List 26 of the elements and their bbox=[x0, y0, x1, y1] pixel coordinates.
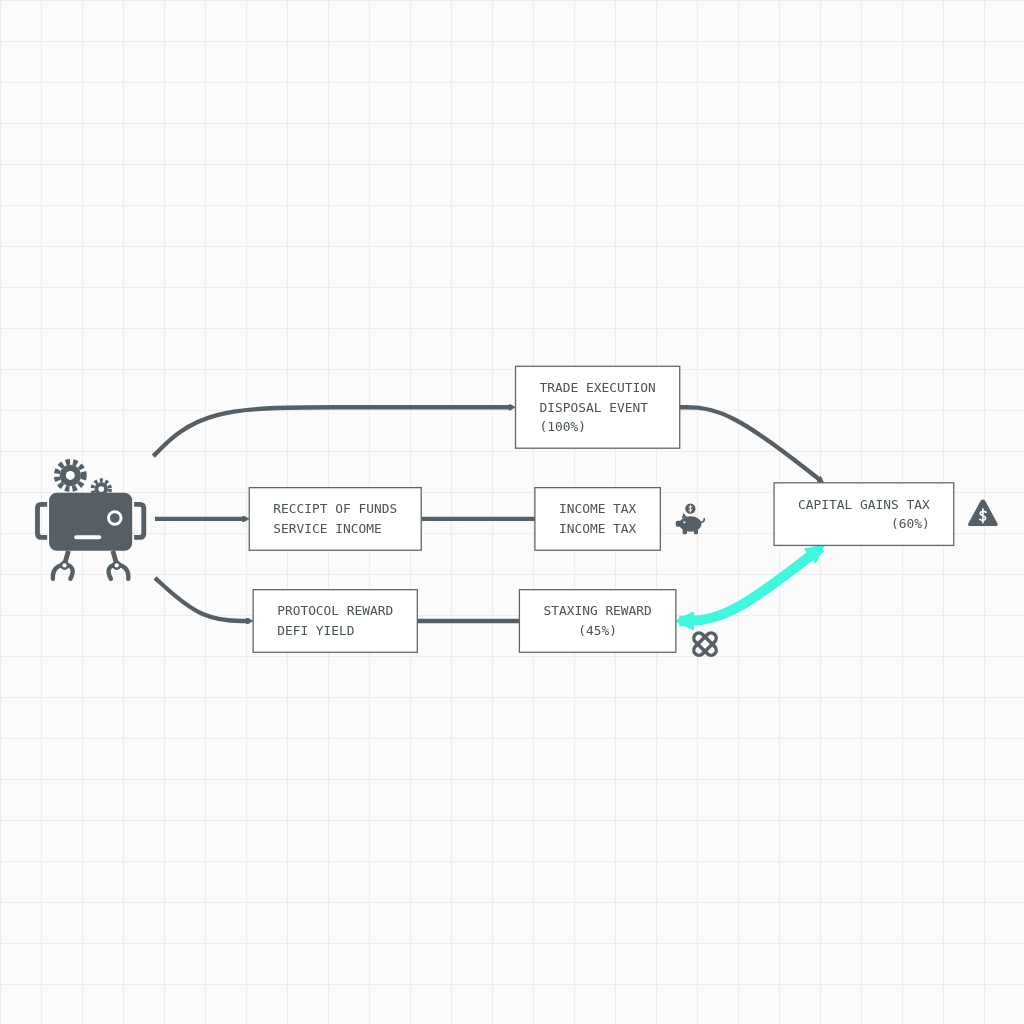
process-box bbox=[514, 365, 681, 449]
process-box bbox=[252, 589, 418, 654]
node-label: DEFI YIELD bbox=[277, 622, 355, 639]
connector-line bbox=[421, 516, 535, 522]
arrow bbox=[679, 405, 825, 484]
arrow bbox=[151, 403, 516, 458]
robot-icon bbox=[35, 459, 147, 582]
node-label: INCOME TAX bbox=[558, 520, 637, 537]
arrow bbox=[154, 515, 250, 523]
node-label: TRADE EXECUTION bbox=[539, 380, 656, 396]
node-label: RECCIPT OF FUNDS bbox=[273, 501, 398, 517]
node-label: PROTOCOL REWARD bbox=[277, 603, 394, 619]
node-label: DISPOSAL EVENT bbox=[539, 399, 648, 415]
node-label: INCOME TAX bbox=[558, 501, 637, 517]
arrow bbox=[153, 576, 254, 625]
node-label: STAXING REWARD bbox=[543, 603, 652, 619]
node-label: CAPITAL GAINS TAX bbox=[798, 496, 930, 513]
node-label: SERVICE INCOME bbox=[273, 520, 382, 537]
process-box bbox=[534, 487, 661, 551]
process-box bbox=[773, 482, 955, 547]
node-label: (60%) bbox=[891, 515, 930, 532]
process-box bbox=[248, 487, 422, 551]
node-label: (45%) bbox=[578, 622, 617, 639]
node-label: (100%) bbox=[539, 418, 586, 435]
connector-line bbox=[417, 618, 520, 624]
process-box bbox=[518, 589, 677, 654]
